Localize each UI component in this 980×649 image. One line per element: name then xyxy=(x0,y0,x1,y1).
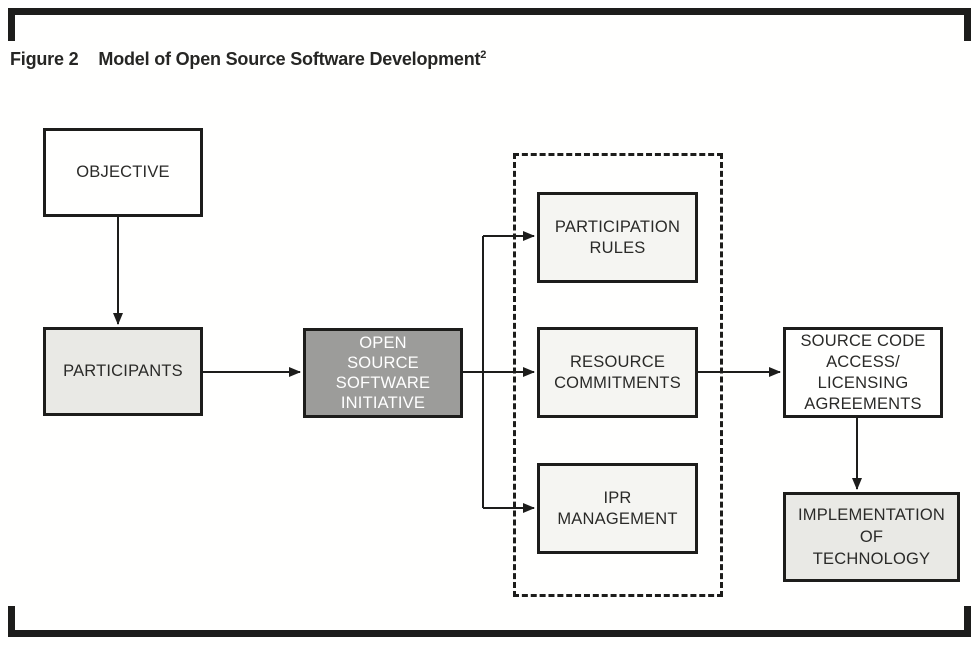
node-open-source-software-initiative: OPEN SOURCE SOFTWARE INITIATIVE xyxy=(303,328,463,418)
node-resource-line: RESOURCE xyxy=(569,352,666,371)
node-oss-line: OPEN xyxy=(359,334,407,352)
node-participants-label: PARTICIPANTS xyxy=(63,362,183,380)
node-resource-line: COMMITMENTS xyxy=(554,373,681,392)
footnote-marker: 2 xyxy=(480,49,487,61)
node-implementation-line: IMPLEMENTATION xyxy=(797,506,946,524)
node-source-code-access-licensing-agreements: SOURCE CODE ACCESS/ LICENSING AGREEMENTS xyxy=(783,327,943,418)
frame-bottom-right-tick xyxy=(964,606,971,637)
frame-bottom-bar xyxy=(8,630,971,637)
figure-title: Model of Open Source Software Developmen… xyxy=(98,49,481,69)
node-participation-line: RULES xyxy=(589,238,646,257)
frame-top-bar xyxy=(8,8,971,15)
node-oss-line: SOFTWARE xyxy=(335,374,431,392)
node-ipr-line: IPR xyxy=(603,488,632,507)
governance-group-outline xyxy=(513,153,723,597)
frame-bottom-left-tick xyxy=(8,606,15,637)
node-sourcecode-line: LICENSING xyxy=(817,373,909,392)
node-ipr-management: IPR MANAGEMENT xyxy=(537,463,698,554)
node-implementation-of-technology: IMPLEMENTATION OF TECHNOLOGY xyxy=(783,492,960,582)
node-participation-rules: PARTICIPATION RULES xyxy=(537,192,698,283)
node-ipr-line: MANAGEMENT xyxy=(557,509,678,528)
node-sourcecode-line: SOURCE CODE xyxy=(800,331,926,350)
node-oss-line: SOURCE xyxy=(347,354,419,372)
node-sourcecode-line: ACCESS/ xyxy=(826,352,900,371)
node-participants: PARTICIPANTS xyxy=(43,327,203,416)
figure-caption: Figure 2 Model of Open Source Software De… xyxy=(10,49,486,70)
node-sourcecode-line: AGREEMENTS xyxy=(804,394,922,413)
node-resource-commitments: RESOURCE COMMITMENTS xyxy=(537,327,698,418)
node-implementation-line: TECHNOLOGY xyxy=(812,550,931,568)
frame-top-left-tick xyxy=(8,8,15,41)
node-oss-line: INITIATIVE xyxy=(340,394,426,412)
figure-number: Figure 2 xyxy=(10,49,79,69)
frame-top-right-tick xyxy=(964,8,971,41)
node-objective-label: OBJECTIVE xyxy=(76,163,170,181)
node-implementation-line: OF xyxy=(859,528,884,546)
node-participation-line: PARTICIPATION xyxy=(554,217,681,236)
node-objective: OBJECTIVE xyxy=(43,128,203,217)
